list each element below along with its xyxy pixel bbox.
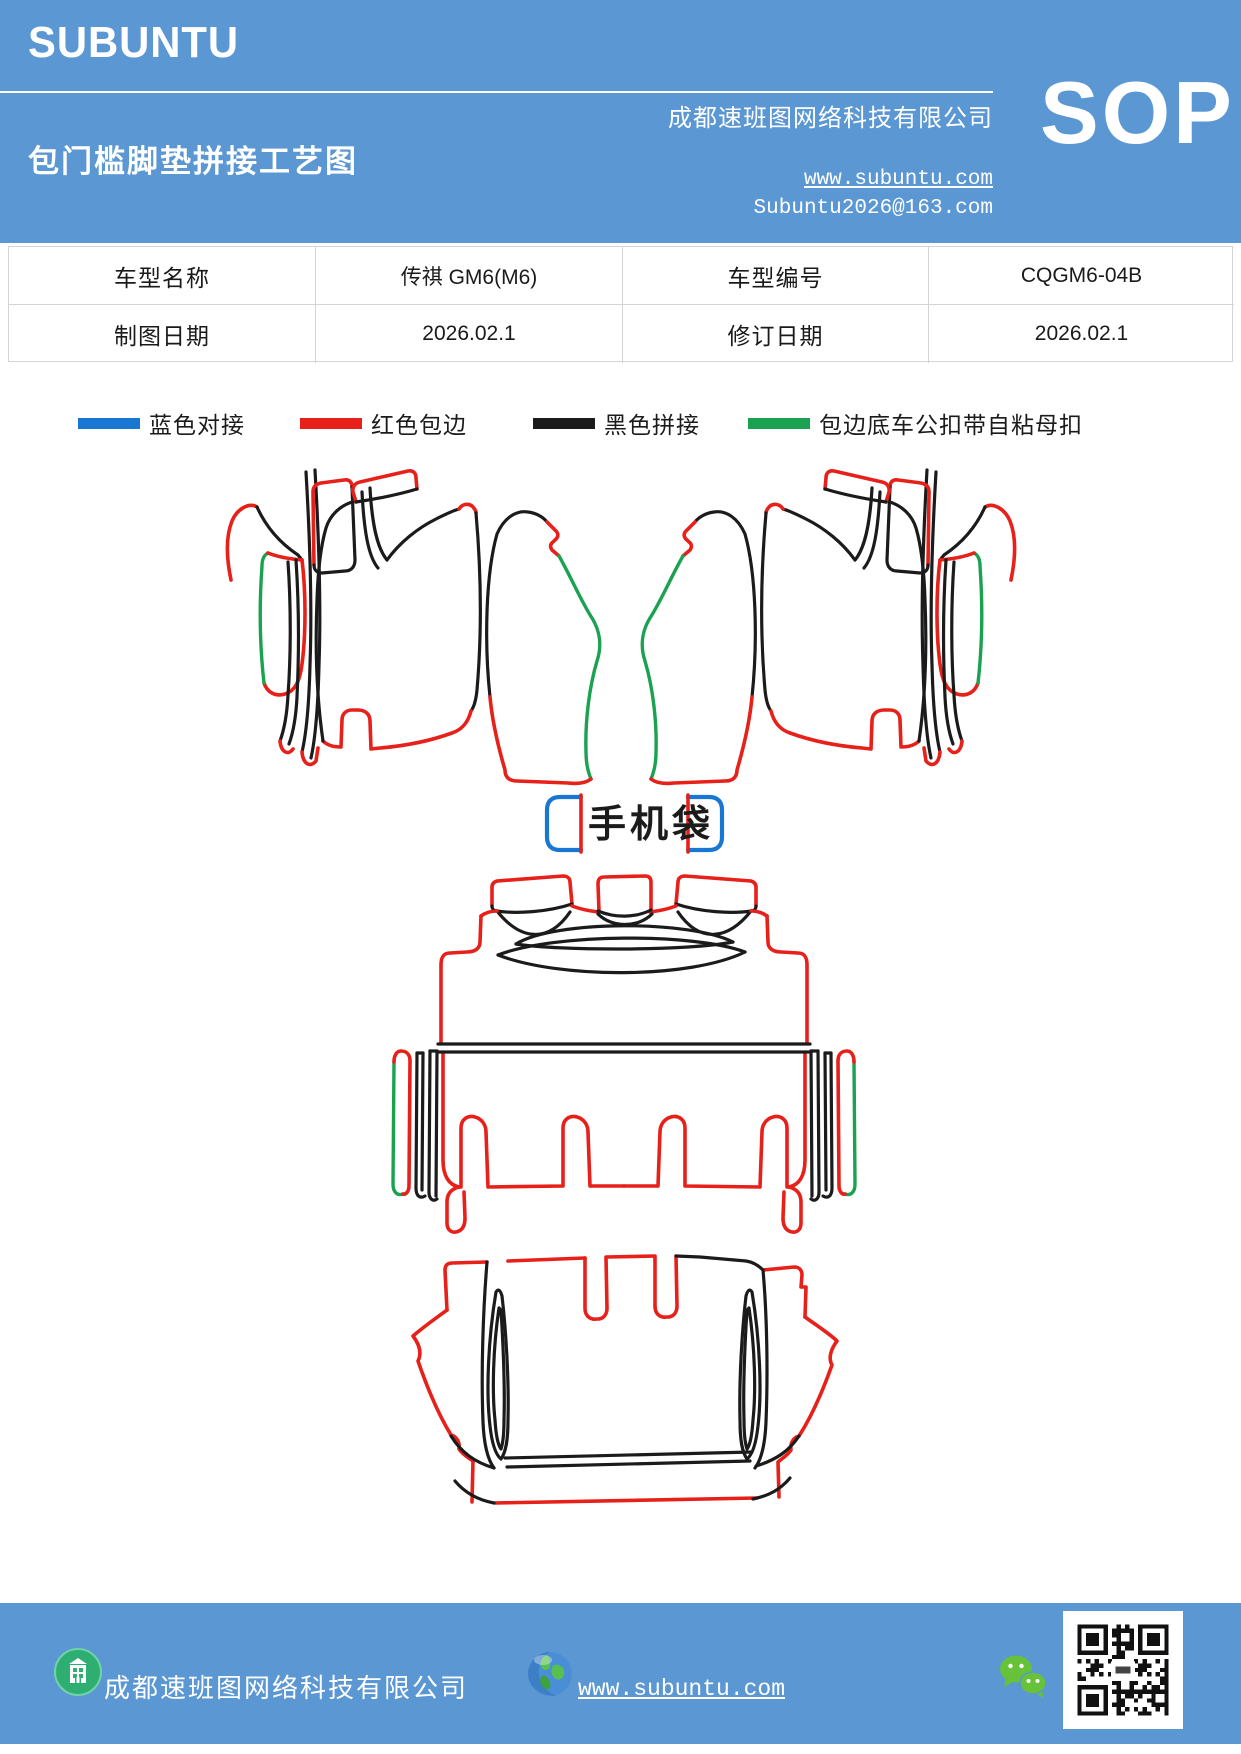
model-name-value: 传祺 GM6(M6) (316, 247, 623, 305)
sop-label: SOP (1040, 63, 1235, 162)
page-title: 包门槛脚垫拼接工艺图 (28, 144, 358, 179)
second-row-mat-right-half (622, 874, 857, 1234)
globe-icon (528, 1652, 572, 1696)
qr-modules (1077, 1624, 1169, 1716)
blue-line-swatch (78, 417, 140, 429)
draw-date-label: 制图日期 (9, 305, 316, 363)
header-band (0, 0, 1241, 243)
header-email[interactable]: Subuntu2026@163.com (753, 197, 993, 220)
legend-label: 包边底车公扣带自粘母扣 (819, 412, 1083, 438)
black-line-swatch (533, 417, 595, 429)
vehicle-info-table: 车型名称 传祺 GM6(M6) 车型编号 CQGM6-04B 制图日期 2026… (8, 246, 1234, 363)
front-right-mat-group (640, 468, 1017, 786)
legend-item-red: 红色包边 (300, 406, 467, 440)
revise-date-value: 2026.02.1 (1034, 322, 1129, 345)
legend-item-green: 包边底车公扣带自粘母扣 (748, 406, 1083, 440)
footer-website-link[interactable]: www.subuntu.com (578, 1676, 786, 1702)
wechat-icon (1000, 1655, 1047, 1698)
second-row-mat-left-half (391, 874, 626, 1234)
qr-code (1063, 1611, 1183, 1729)
header-company-name: 成都速班图网络科技有限公司 (668, 105, 993, 132)
revise-date-label: 修订日期 (623, 305, 929, 363)
green-line-swatch (748, 417, 810, 429)
legend-label: 蓝色对接 (149, 412, 245, 438)
legend-item-blue: 蓝色对接 (78, 406, 245, 440)
draw-date-value: 2026.02.1 (316, 305, 623, 363)
red-line-swatch (300, 417, 362, 429)
model-name-label: 车型名称 (9, 247, 316, 305)
model-code-label: 车型编号 (623, 247, 929, 305)
legend-label: 红色包边 (371, 412, 467, 438)
second-row-mat-center (436, 874, 812, 1054)
header-website-link[interactable]: www.subuntu.com (803, 168, 993, 191)
phone-bag-group: 手机袋 (544, 793, 725, 854)
phone-bag-label: 手机袋 (588, 804, 714, 846)
legend-label: 黑色拼接 (604, 412, 700, 438)
company-building-icon (54, 1648, 102, 1696)
trunk-mat-group (411, 1254, 839, 1505)
model-code-value: CQGM6-04B (929, 247, 1234, 305)
header-divider (0, 91, 993, 93)
front-left-mat-group (225, 468, 602, 786)
brand-logo: SUBUNTU (28, 18, 240, 67)
legend-item-black: 黑色拼接 (533, 406, 700, 440)
qr-code-svg (1073, 1620, 1173, 1720)
footer-company-name: 成都速班图网络科技有限公司 (104, 1673, 469, 1703)
